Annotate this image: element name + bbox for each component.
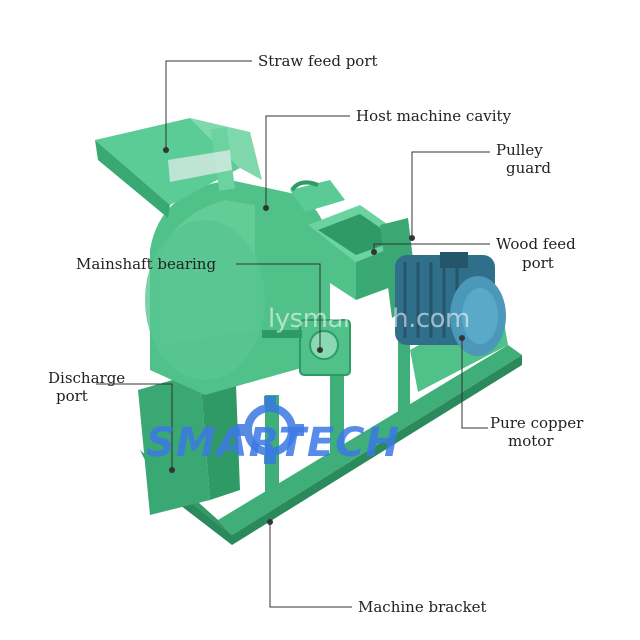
- label-wood-feed-port-line1: Wood feed: [496, 235, 576, 253]
- label-pure-copper-motor-line2: motor: [508, 432, 554, 450]
- label-machine-bracket: Machine bracket: [358, 598, 487, 616]
- label-pulley-guard-line1: Pulley: [496, 141, 543, 159]
- motor-shape: [395, 252, 506, 356]
- label-pulley-guard-line2: guard: [506, 159, 551, 177]
- mainshaft-bearing-shape: [262, 319, 351, 376]
- label-straw-feed-port: Straw feed port: [258, 52, 378, 70]
- leader-pulley-guard: [411, 151, 490, 238]
- leader-machine-bracket: [269, 522, 352, 608]
- leader-host-machine-cavity: [265, 115, 350, 208]
- machine-bracket-frame: [140, 300, 522, 545]
- label-host-machine-cavity: Host machine cavity: [356, 107, 512, 125]
- label-pure-copper-motor-line1: Pure copper: [490, 414, 584, 432]
- leader-lines: [96, 60, 490, 608]
- label-wood-feed-port-line2: port: [522, 254, 554, 272]
- straw-feed-hopper: [95, 118, 262, 218]
- leader-mainshaft-bearing: [236, 263, 321, 350]
- label-mainshaft-bearing: Mainshaft bearing: [76, 255, 217, 273]
- label-discharge-port-line1: Discharge: [48, 369, 126, 387]
- leader-dots: [163, 147, 465, 525]
- leader-straw-feed-port: [165, 60, 252, 150]
- watermark-brand-text: SMARTECH: [146, 420, 401, 466]
- watermark-site-text: lysmartech.com: [268, 304, 470, 334]
- leader-discharge-port: [96, 383, 173, 470]
- leader-pure-copper-motor: [461, 338, 488, 429]
- discharge-port-shape: [138, 372, 240, 515]
- host-machine-housing: [145, 180, 345, 395]
- label-discharge-port-line2: port: [56, 387, 88, 405]
- brand-gear-logo: [236, 396, 304, 464]
